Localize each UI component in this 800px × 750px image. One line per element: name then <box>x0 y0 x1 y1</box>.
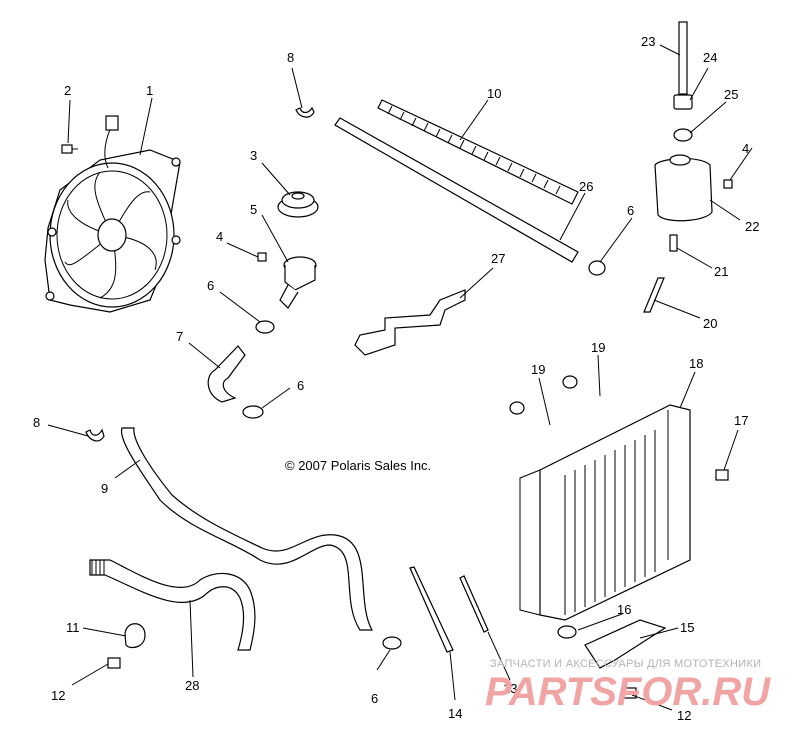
screw-part-12a <box>107 657 121 669</box>
callout-10: 10 <box>487 86 501 101</box>
bolt-17 <box>715 469 729 481</box>
grommet-19a <box>509 401 525 415</box>
bracket-plate <box>584 619 667 669</box>
p-clamp <box>124 623 146 649</box>
copyright-notice: © 2007 Polaris Sales Inc. <box>285 458 431 473</box>
callout-12: 12 <box>677 708 691 723</box>
callout-24: 24 <box>703 50 717 65</box>
watermark: ЗАПЧАСТИ И АКСЕССУАРЫ ДЛЯ МОТОТЕХНИКИ PA… <box>485 658 771 714</box>
hose-clamp-6b <box>242 405 264 419</box>
clamp-8a <box>295 106 315 118</box>
o-ring <box>673 128 693 142</box>
clamp-8b <box>85 428 105 442</box>
callout-8: 8 <box>33 415 40 430</box>
callout-20: 20 <box>703 316 717 331</box>
reservoir-cap <box>673 94 693 110</box>
callout-3: 3 <box>250 148 257 163</box>
grommet-19b <box>562 375 578 389</box>
cable-tie-13 <box>459 575 489 633</box>
callout-18: 18 <box>689 356 703 371</box>
coolant-reservoir <box>654 154 713 222</box>
leader-lines <box>47 44 753 711</box>
callout-4: 4 <box>216 229 223 244</box>
screw-part-12b <box>623 687 637 699</box>
callout-14: 14 <box>448 706 462 721</box>
screw-part-4a <box>257 252 267 262</box>
callout-27: 27 <box>491 251 505 266</box>
callout-6: 6 <box>627 203 634 218</box>
hose-clamp-6a <box>255 320 275 334</box>
fan-assembly <box>44 115 181 313</box>
long-hose-9 <box>120 427 374 631</box>
radiator <box>519 404 691 621</box>
callout-16: 16 <box>617 602 631 617</box>
hose-clamp-6c <box>588 260 606 276</box>
callout-6: 6 <box>207 278 214 293</box>
straight-tube <box>334 117 579 263</box>
callout-25: 25 <box>724 87 738 102</box>
screw-part-2 <box>61 144 78 154</box>
callout-23: 23 <box>641 34 655 49</box>
hose-clamp-6d <box>382 636 402 650</box>
callout-6: 6 <box>297 378 304 393</box>
callout-9: 9 <box>101 481 108 496</box>
cable-tie-14 <box>409 566 454 653</box>
filler-neck <box>279 256 317 309</box>
callout-15: 15 <box>680 620 694 635</box>
callout-19: 19 <box>531 362 545 377</box>
callout-8: 8 <box>287 50 294 65</box>
grommet-16 <box>557 625 577 639</box>
vent-tube <box>678 21 688 95</box>
callout-22: 22 <box>745 219 759 234</box>
callout-28: 28 <box>185 678 199 693</box>
callout-12: 12 <box>51 688 65 703</box>
callout-19: 19 <box>591 340 605 355</box>
callout-11: 11 <box>66 620 80 635</box>
callout-4: 4 <box>742 141 749 156</box>
watermark-tagline: ЗАПЧАСТИ И АКСЕССУАРЫ ДЛЯ МОТОТЕХНИКИ <box>490 658 761 670</box>
callout-26: 26 <box>579 179 593 194</box>
callout-2: 2 <box>64 83 71 98</box>
callout-17: 17 <box>734 413 748 428</box>
hose-28 <box>89 559 256 651</box>
callout-labels: 1 2 3 4 4 5 6 6 6 6 7 8 8 9 10 11 12 12 … <box>33 34 759 723</box>
callout-7: 7 <box>176 329 183 344</box>
screw-part-4b <box>723 179 733 189</box>
callout-6: 6 <box>371 691 378 706</box>
callout-13: 13 <box>503 681 517 696</box>
mount-bracket <box>354 289 466 356</box>
radiator-cap <box>277 191 319 218</box>
small-hose-20 <box>643 277 665 313</box>
watermark-logo: PARTSFOR.RU <box>485 670 771 714</box>
callout-21: 21 <box>714 264 728 279</box>
callout-5: 5 <box>250 202 257 217</box>
elbow-hose <box>207 345 246 403</box>
fitting-21 <box>669 234 678 252</box>
callout-1: 1 <box>146 83 153 98</box>
corrugated-sleeve <box>377 99 579 205</box>
